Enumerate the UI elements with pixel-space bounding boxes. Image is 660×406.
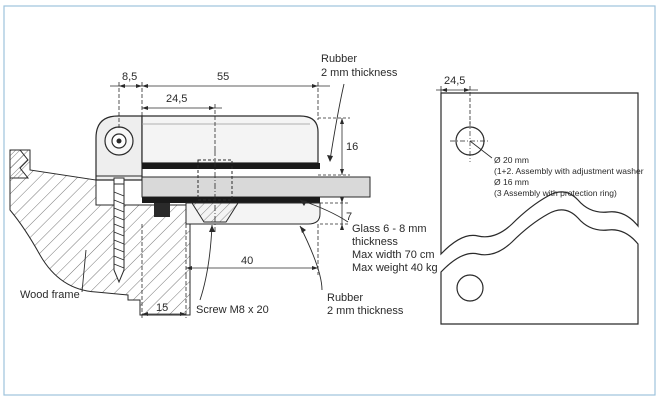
note-hole-16: Ø 16 mm xyxy=(494,177,529,187)
wood-frame-cut xyxy=(9,149,30,179)
label-glass-weight: Max weight 40 kg xyxy=(352,262,438,274)
label-rubber-bottom: Rubber xyxy=(327,292,363,304)
label-screw: Screw M8 x 20 xyxy=(196,304,269,316)
rubber-top xyxy=(142,163,320,169)
glass-plate-lower xyxy=(440,209,639,325)
screw-head xyxy=(191,202,239,223)
hinge-pin-center xyxy=(116,138,122,144)
note-hole-20: Ø 20 mm xyxy=(494,155,529,165)
note-hole-20-assembly: (1+2. Assembly with adjustment washer xyxy=(494,166,644,176)
wood-screw xyxy=(113,183,125,284)
dim-24-5-left: 24,5 xyxy=(166,93,187,105)
dimension-arrows xyxy=(119,84,344,316)
dim-24-5-right: 24,5 xyxy=(444,75,465,87)
note-hole-16-assembly: (3 Assembly with protection ring) xyxy=(494,188,617,198)
dim-40: 40 xyxy=(241,255,253,267)
outer-border xyxy=(3,5,656,396)
hole-16mm xyxy=(456,274,484,302)
dim-7: 7 xyxy=(346,211,352,223)
label-wood-frame: Wood frame xyxy=(20,289,80,301)
label-glass-width: Max width 70 cm xyxy=(352,249,435,261)
label-rubber-top-thickness: 2 mm thickness xyxy=(321,67,398,79)
bottom-plate-stop xyxy=(154,203,170,217)
top-clamp-plate xyxy=(141,115,319,164)
leader-lines xyxy=(81,83,349,301)
glass-panel xyxy=(141,176,371,198)
label-rubber-top: Rubber xyxy=(321,53,357,65)
label-rubber-bottom-thickness: 2 mm thickness xyxy=(327,305,404,317)
label-glass: Glass 6 - 8 mm xyxy=(352,223,427,235)
dim-16: 16 xyxy=(346,141,358,153)
label-glass-thickness: thickness xyxy=(352,236,398,248)
dim-8-5: 8,5 xyxy=(122,71,137,83)
dim-55: 55 xyxy=(217,71,229,83)
glass-plate-upper xyxy=(440,92,639,256)
wood-frame xyxy=(9,149,191,316)
dim-15: 15 xyxy=(156,302,168,314)
dimension-lines xyxy=(110,82,350,318)
